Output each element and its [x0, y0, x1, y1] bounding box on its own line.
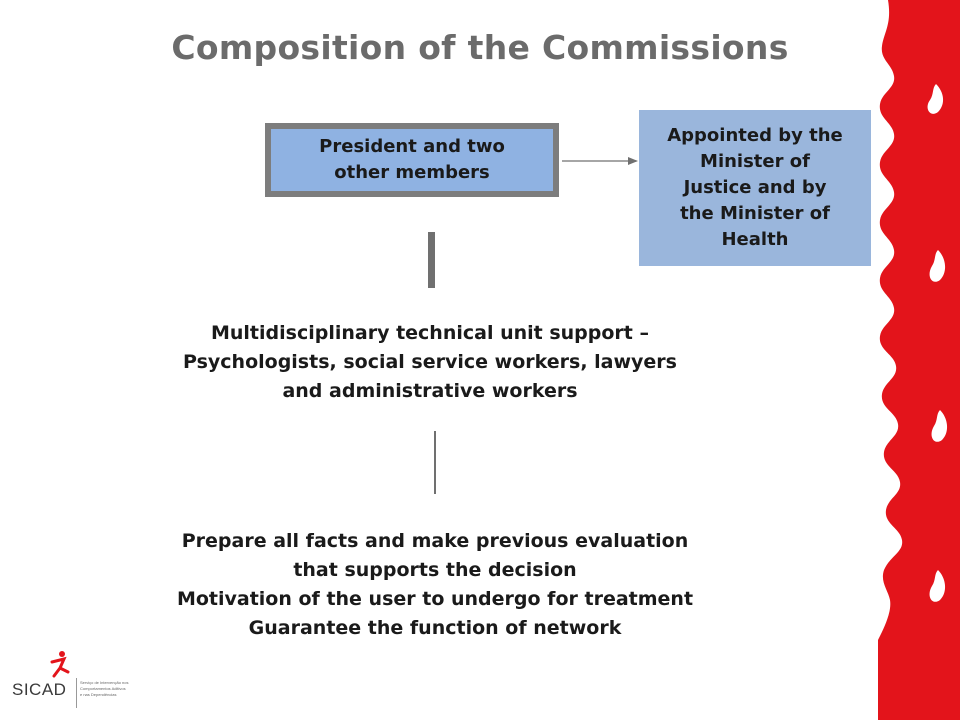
support-line-1: Multidisciplinary technical unit support…: [210, 322, 649, 344]
sicad-logo: SICAD Serviço de Intervenção nos Comport…: [12, 650, 147, 710]
task-line-2: that supports the decision: [293, 559, 577, 581]
vertical-connector-upper: [428, 232, 435, 288]
logo-divider: [76, 678, 77, 708]
task-line-3: Motivation of the user to undergo for tr…: [176, 588, 694, 610]
appointed-line-5: Health: [721, 229, 789, 250]
decorative-red-band: [878, 0, 960, 720]
logo-tagline: Serviço de Intervenção nos Comportamento…: [80, 680, 142, 698]
appointed-line-3: Justice and by: [683, 177, 827, 198]
president-box-line-2: other members: [334, 162, 490, 183]
logo-tagline-line-2: Comportamentos Aditivos: [80, 686, 126, 691]
appointed-line-4: the Minister of: [680, 203, 830, 224]
president-box-line-1: President and two: [319, 136, 505, 157]
arrow-connector: [562, 157, 638, 165]
appointed-line-2: Minister of: [700, 151, 810, 172]
sicad-figure-icon: [50, 651, 70, 678]
appointed-by-box: Appointed by the Minister of Justice and…: [639, 110, 871, 266]
sicad-logo-text: SICAD: [12, 680, 67, 699]
technical-support-text: Multidisciplinary technical unit support…: [120, 319, 740, 406]
appointed-line-1: Appointed by the: [667, 125, 843, 146]
support-line-2: Psychologists, social service workers, l…: [183, 351, 677, 373]
support-line-3: and administrative workers: [282, 380, 578, 402]
logo-tagline-line-3: e nas Dependências: [80, 692, 117, 697]
logo-tagline-line-1: Serviço de Intervenção nos: [80, 680, 129, 685]
president-members-box: President and two other members: [265, 123, 559, 197]
page-title: Composition of the Commissions: [171, 28, 789, 67]
tasks-text: Prepare all facts and make previous eval…: [100, 527, 770, 643]
task-line-1: Prepare all facts and make previous eval…: [181, 530, 689, 552]
task-line-4: Guarantee the function of network: [248, 617, 622, 639]
vertical-connector-lower: [434, 431, 436, 494]
